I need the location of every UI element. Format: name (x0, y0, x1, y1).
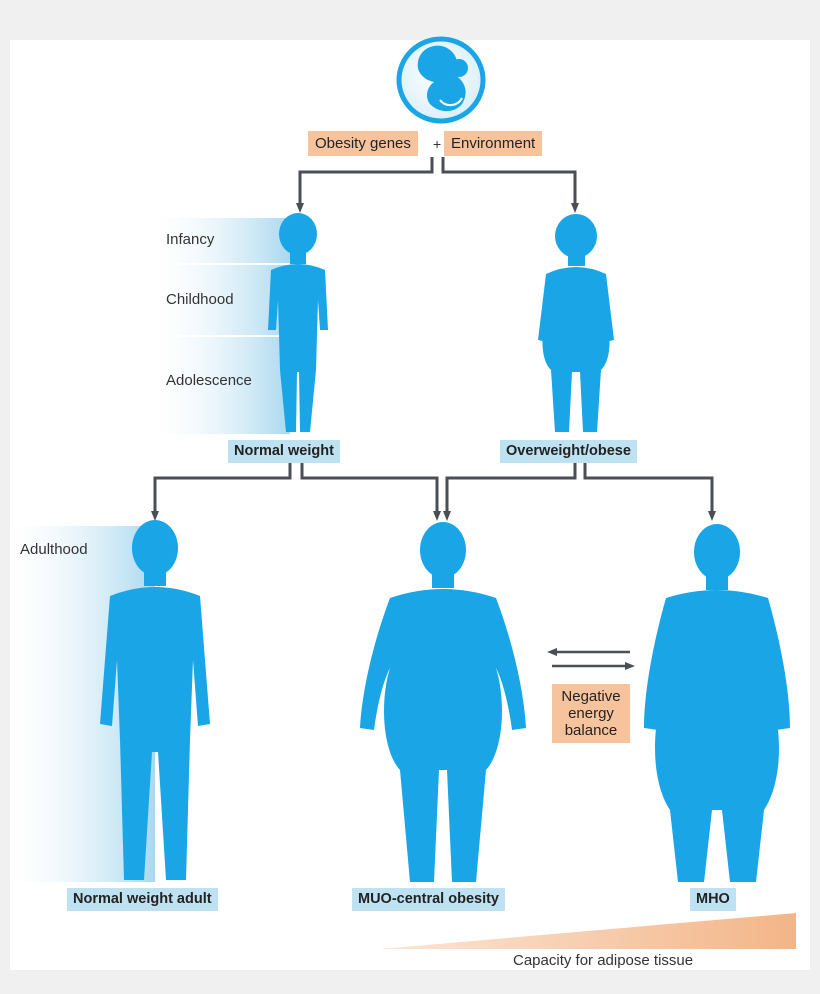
arrow-overweight-child-to-muo (443, 462, 577, 521)
overweight-child-figure (538, 214, 614, 432)
stage-adulthood-label: Adulthood (20, 541, 88, 558)
stage-adolescence-label: Adolescence (166, 372, 252, 389)
environment-label: Environment (444, 131, 543, 156)
muo-central-obesity-figure (360, 522, 526, 882)
obesity-genes-label: Obesity genes (308, 131, 418, 156)
arrow-normal-child-to-normal-adult (151, 462, 292, 521)
normal-weight-adult-figure (100, 520, 210, 880)
normal-weight-adult-label: Normal weight adult (67, 888, 218, 911)
arrow-genes-to-normal-child (296, 157, 434, 213)
normal-weight-label: Normal weight (228, 440, 340, 463)
fetus-icon (396, 36, 486, 124)
capacity-adipose-label: Capacity for adipose tissue (513, 952, 694, 969)
stage-childhood-label: Childhood (166, 291, 234, 308)
capacity-wedge (380, 913, 796, 949)
normal-weight-child-figure (268, 213, 328, 432)
mho-label: MHO (690, 888, 736, 911)
arrow-normal-child-to-muo (300, 462, 441, 521)
arrow-overweight-child-to-mho (583, 462, 716, 521)
mho-figure (644, 524, 790, 882)
negative-energy-balance-label: Negative energy balance (552, 684, 630, 743)
plus-sign: + (433, 136, 442, 152)
overweight-obese-label: Overweight/obese (500, 440, 637, 463)
arrow-environment-to-overweight-child (441, 157, 579, 213)
stage-infancy-label: Infancy (166, 231, 215, 248)
muo-central-obesity-label: MUO-central obesity (352, 888, 505, 911)
childhood-stage-bands (155, 218, 290, 434)
